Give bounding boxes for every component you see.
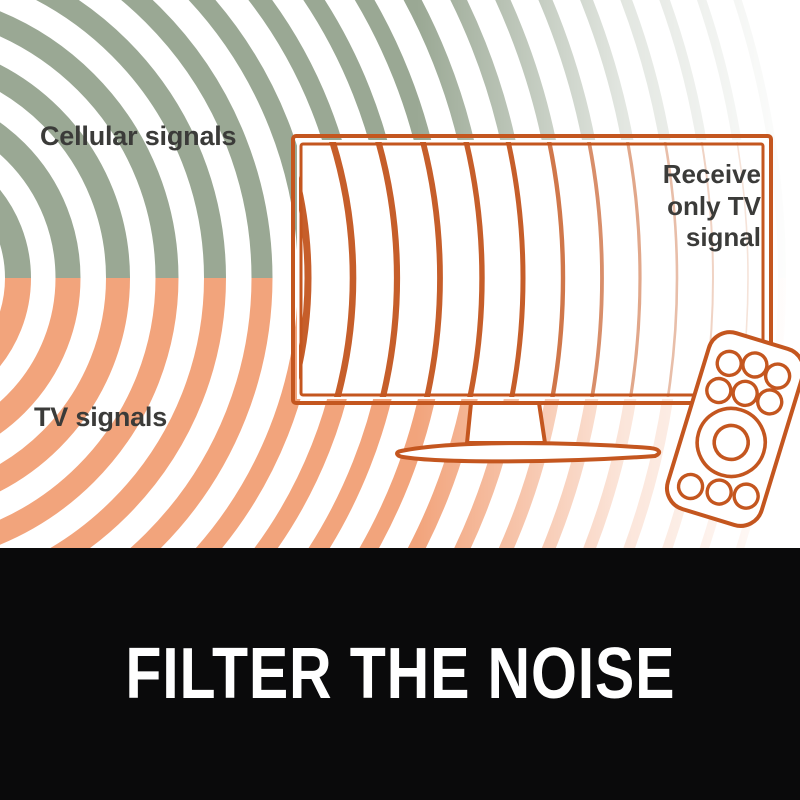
remote-dial-inner [712, 423, 750, 462]
television-icon [291, 134, 800, 528]
tv-caption-line-2: only TV [667, 190, 761, 221]
television-and-remote-group: Receive only TV signal [291, 134, 800, 528]
tv-inner-frame [299, 142, 765, 397]
remote-button-grid [705, 349, 792, 416]
remote-bottom-buttons [676, 472, 760, 510]
cellular-signals-label: Cellular signals [40, 121, 237, 151]
tv-caption: Receive only TV signal [551, 159, 761, 254]
tv-signals-label: TV signals [34, 402, 168, 432]
bottom-banner: FILTER THE NOISE [0, 548, 800, 800]
tv-caption-line-3: signal [685, 222, 761, 253]
remote-body [665, 330, 800, 528]
remote-dial-outer [695, 406, 767, 479]
tv-stand-neck [465, 401, 547, 445]
illustration-area: Cellular signals TV signals [0, 0, 800, 548]
tv-stand-base [395, 441, 662, 464]
tv-caption-line-1: Receive [662, 159, 761, 189]
banner-title: FILTER THE NOISE [125, 634, 675, 714]
remote-control-icon [665, 330, 800, 528]
